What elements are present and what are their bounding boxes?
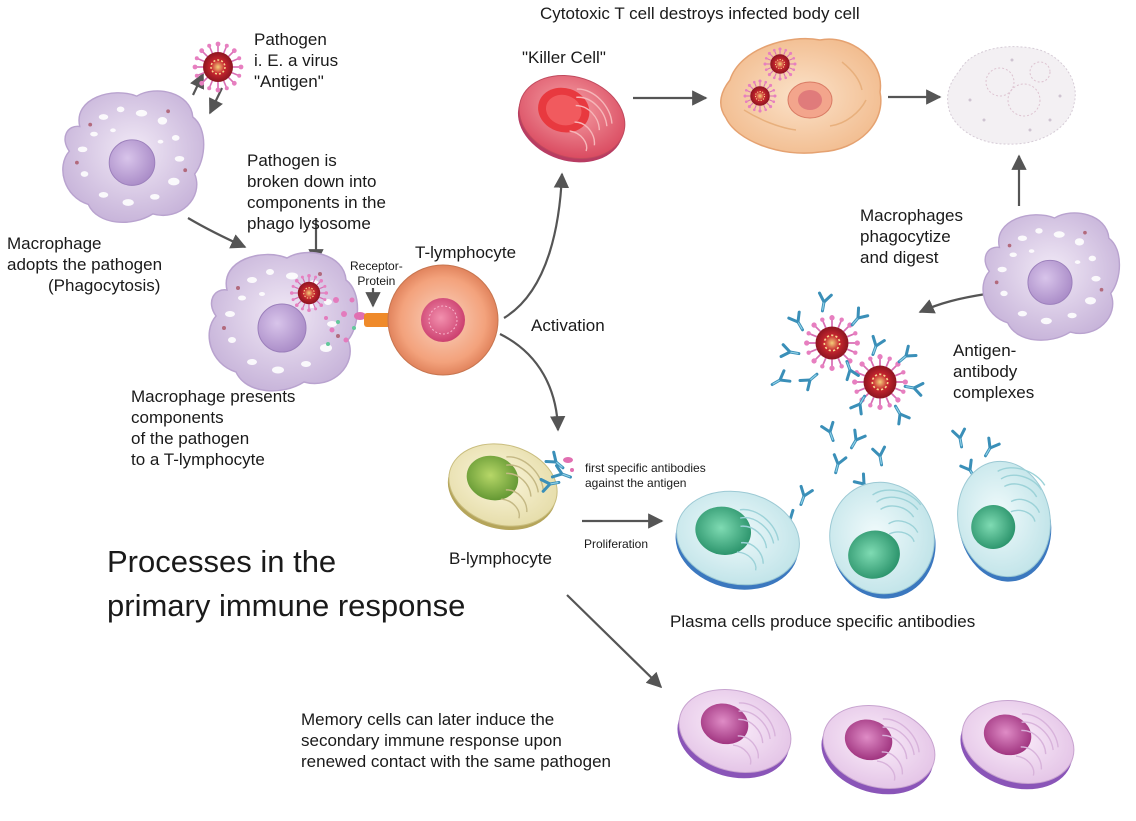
arrow-activation-up bbox=[503, 172, 570, 319]
killer-cell-icon bbox=[517, 74, 626, 163]
label-broken-down-line: components in the bbox=[247, 193, 386, 212]
b-lymphocyte-icon bbox=[447, 443, 558, 531]
diagram-title: Processes in the primary immune response bbox=[107, 540, 465, 628]
presenting-macrophage-icon bbox=[208, 251, 366, 392]
label-pathogen: Pathogen i. E. a virus "Antigen" bbox=[254, 29, 338, 92]
arrow-from-pathogen bbox=[209, 87, 223, 115]
arrow-activation-down bbox=[499, 333, 566, 432]
receptor-protein-icon bbox=[364, 313, 392, 327]
label-first-antibodies: first specific antibodies against the an… bbox=[585, 461, 706, 491]
label-phagocytize-line: phagocytize bbox=[860, 227, 951, 246]
arrow-macrophage-adopts bbox=[187, 217, 247, 249]
infected-cell-icon bbox=[720, 37, 882, 154]
diagram-title-line: Processes in the bbox=[107, 544, 337, 579]
label-memory-cells: Memory cells can later induce the second… bbox=[301, 709, 611, 772]
label-activation: Activation bbox=[531, 316, 605, 335]
label-broken-down-line: phago lysosome bbox=[247, 214, 371, 233]
label-broken-down-line: broken down into bbox=[247, 172, 377, 191]
label-antigen-antibody: Antigen- antibody complexes bbox=[953, 340, 1034, 403]
label-broken-down-line: Pathogen is bbox=[247, 151, 337, 170]
plasma-cell-icon-3 bbox=[957, 460, 1052, 582]
label-plasma-cells: Plasma cells produce specific antibodies bbox=[670, 612, 976, 631]
label-t-lymphocyte: T-lymphocyte bbox=[415, 243, 517, 262]
label-first-antibodies-line: first specific antibodies bbox=[585, 461, 706, 475]
label-receptor-line: Protein bbox=[357, 274, 396, 288]
label-macrophage-adopts-line: (Phagocytosis) bbox=[48, 276, 161, 295]
label-macrophage-presents-line: Macrophage presents bbox=[131, 387, 296, 406]
label-macrophage-adopts-line: Macrophage bbox=[7, 234, 102, 253]
memory-cell-icon bbox=[677, 688, 792, 779]
label-cytotoxic: Cytotoxic T cell destroys infected body … bbox=[540, 4, 860, 23]
label-b-lymphocyte: B-lymphocyte bbox=[449, 549, 552, 568]
label-macrophage-presents: Macrophage presents components of the pa… bbox=[131, 386, 295, 470]
label-proliferation: Proliferation bbox=[584, 537, 649, 551]
label-receptor-protein: Receptor- Protein bbox=[350, 259, 403, 289]
label-pathogen-line: i. E. a virus bbox=[254, 51, 339, 70]
plasma-cell-icon bbox=[675, 490, 800, 590]
memory-cell-icon-2 bbox=[821, 704, 936, 795]
diagram-title-line: primary immune response bbox=[107, 588, 466, 623]
label-phagocytize-line: and digest bbox=[860, 248, 939, 267]
label-antigen-antibody-line: antibody bbox=[953, 362, 1018, 381]
b-cell-antibodies-icon bbox=[539, 450, 575, 493]
label-antigen-antibody-line: Antigen- bbox=[953, 341, 1017, 360]
macrophage-cell-icon bbox=[62, 90, 205, 224]
arrow-macrophage-to-complexes bbox=[918, 292, 987, 314]
label-macrophage-presents-line: components bbox=[131, 408, 224, 427]
right-macrophage-icon bbox=[982, 212, 1121, 341]
label-pathogen-line: "Antigen" bbox=[254, 72, 324, 91]
virus-icon bbox=[191, 40, 245, 94]
label-macrophage-adopts: Macrophage adopts the pathogen (Phagocyt… bbox=[7, 233, 162, 296]
label-killer-cell: "Killer Cell" bbox=[522, 48, 606, 67]
label-phagocytize-line: Macrophages bbox=[860, 206, 964, 225]
label-pathogen-line: Pathogen bbox=[254, 30, 327, 49]
memory-cell-icon-3 bbox=[960, 699, 1075, 790]
label-memory-cells-line: renewed contact with the same pathogen bbox=[301, 752, 611, 771]
flow-arrows bbox=[187, 72, 1027, 689]
label-memory-cells-line: Memory cells can later induce the bbox=[301, 710, 555, 729]
arrow-to-pathogen bbox=[190, 72, 204, 96]
label-macrophage-adopts-line: adopts the pathogen bbox=[7, 255, 163, 274]
label-macrophage-presents-line: to a T-lymphocyte bbox=[131, 450, 265, 469]
label-receptor-line: Receptor- bbox=[350, 259, 403, 273]
label-first-antibodies-line: against the antigen bbox=[585, 476, 687, 490]
label-macrophages-phagocytize: Macrophages phagocytize and digest bbox=[860, 205, 963, 268]
label-macrophage-presents-line: of the pathogen bbox=[131, 429, 250, 448]
label-antigen-antibody-line: complexes bbox=[953, 383, 1035, 402]
t-lymphocyte-icon bbox=[387, 264, 499, 376]
destroyed-cell-icon bbox=[947, 46, 1076, 145]
arrow-to-memory bbox=[566, 594, 663, 689]
label-broken-down: Pathogen is broken down into components … bbox=[247, 150, 386, 234]
plasma-cell-icon-2 bbox=[829, 481, 936, 599]
label-memory-cells-line: secondary immune response upon bbox=[301, 731, 562, 750]
